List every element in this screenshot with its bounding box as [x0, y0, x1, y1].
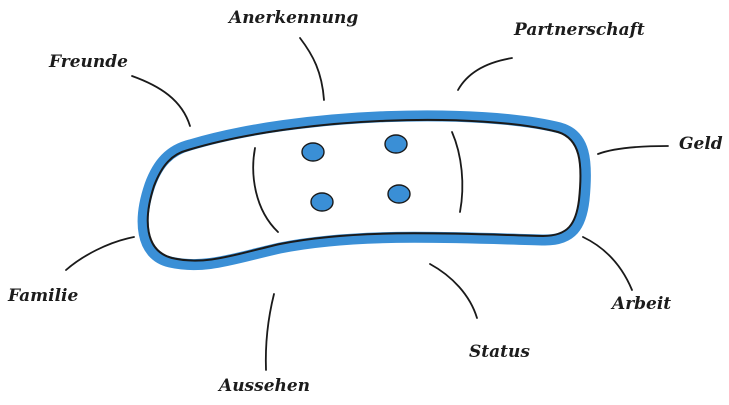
- label-aussehen: Aussehen: [219, 378, 310, 395]
- ray-partnerschaft: [458, 58, 512, 90]
- bandage-pad-right-edge: [452, 132, 462, 212]
- bandage: [143, 116, 585, 265]
- label-geld: Geld: [679, 136, 723, 153]
- bandage-dot: [302, 143, 324, 161]
- ray-anerkennung: [300, 38, 324, 100]
- bandage-dot: [311, 193, 333, 211]
- bandage-pad-left-edge: [253, 148, 278, 232]
- label-status: Status: [469, 344, 530, 361]
- label-partnerschaft: Partnerschaft: [514, 22, 645, 39]
- ray-status: [430, 264, 477, 318]
- label-familie: Familie: [8, 288, 78, 305]
- ray-freunde: [132, 76, 190, 126]
- ray-familie: [66, 237, 134, 270]
- label-anerkennung: Anerkennung: [229, 10, 358, 27]
- label-freunde: Freunde: [49, 54, 128, 71]
- bandage-blue-fill-outline: [143, 116, 585, 265]
- bandage-dot: [388, 185, 410, 203]
- label-arbeit: Arbeit: [612, 296, 671, 313]
- ray-geld: [598, 146, 668, 154]
- bandage-dot: [385, 135, 407, 153]
- ray-arbeit: [583, 237, 632, 290]
- ray-aussehen: [266, 294, 274, 370]
